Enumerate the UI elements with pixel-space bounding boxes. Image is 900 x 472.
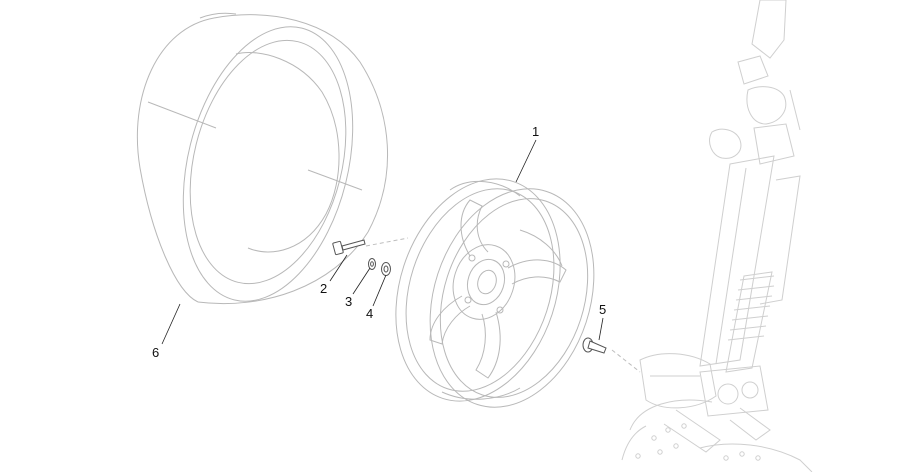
leader-line-5 bbox=[598, 317, 604, 341]
callout-4: 4 bbox=[366, 306, 373, 321]
leader-line-2 bbox=[329, 254, 348, 282]
leader-lines bbox=[161, 139, 604, 345]
callout-6: 6 bbox=[152, 345, 159, 360]
leader-line-3 bbox=[352, 267, 371, 295]
callout-5: 5 bbox=[599, 302, 606, 317]
leader-line-6 bbox=[161, 303, 181, 345]
front-fork-assembly bbox=[621, 0, 813, 472]
assembly-axis-line-left bbox=[365, 237, 409, 247]
leader-line-4 bbox=[372, 274, 387, 307]
brake-caliper bbox=[639, 353, 771, 453]
leader-line-1 bbox=[515, 139, 537, 183]
bolt-part-2 bbox=[332, 239, 366, 256]
washer-part-4 bbox=[381, 262, 391, 276]
callout-3: 3 bbox=[345, 294, 352, 309]
tire bbox=[136, 12, 389, 305]
washer-part-3 bbox=[368, 258, 376, 270]
wheel-spokes bbox=[429, 199, 567, 379]
wheel-hub bbox=[452, 244, 516, 320]
assembly-axis-line bbox=[611, 349, 641, 373]
brake-disc bbox=[621, 399, 813, 472]
shock-spring bbox=[725, 271, 775, 373]
wheel-rim bbox=[395, 178, 595, 408]
screw-part-5 bbox=[582, 337, 607, 354]
callout-1: 1 bbox=[532, 124, 539, 139]
callout-2: 2 bbox=[320, 281, 327, 296]
